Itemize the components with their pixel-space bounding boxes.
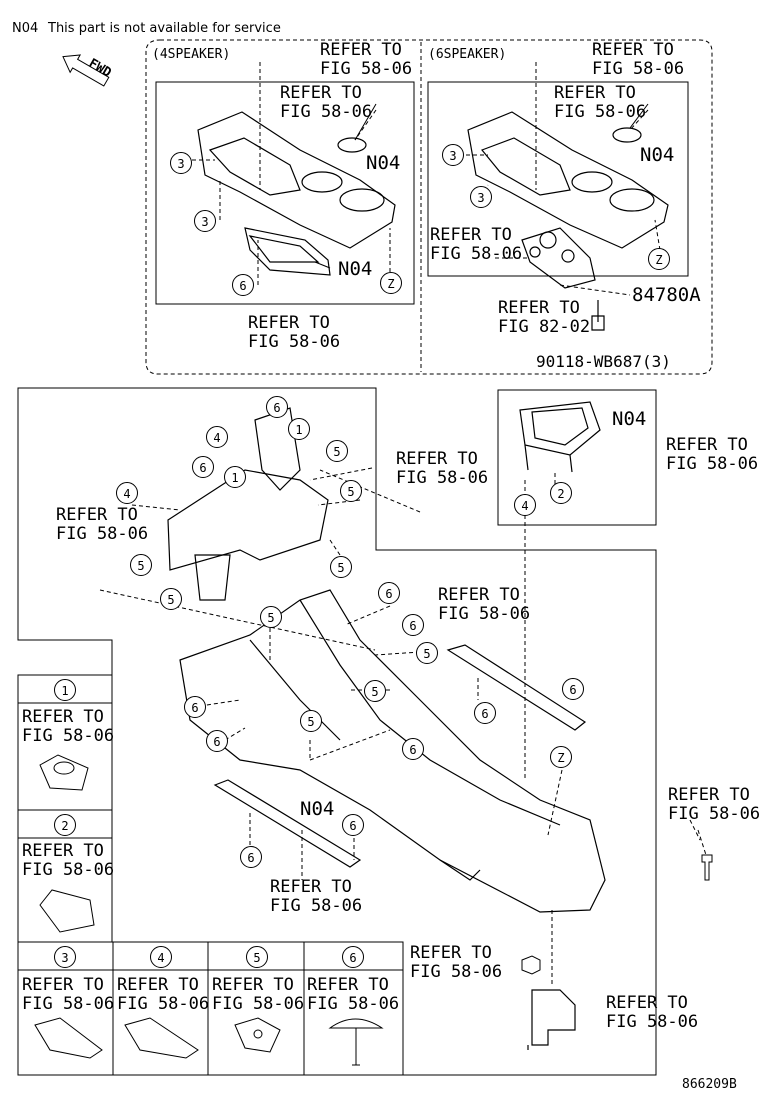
- legend-clip-4: [124, 1017, 199, 1059]
- callout-5-d: 5: [330, 556, 352, 578]
- callout-5-b: 5: [340, 480, 362, 502]
- ref-bolt[interactable]: REFER TO FIG 58-06: [668, 785, 760, 824]
- ref-4spk-mid[interactable]: REFER TO FIG 58-06: [280, 83, 373, 122]
- part-84780a: 84780A: [632, 284, 701, 306]
- figure-code: 866209B: [682, 1077, 737, 1092]
- fwd-arrow: [62, 54, 110, 87]
- callout-legend-5: 5: [246, 946, 268, 968]
- callout-6-h: 6: [474, 702, 496, 724]
- frame-4speaker: [155, 81, 415, 305]
- callout-5-f: 5: [260, 606, 282, 628]
- callout-6-c: 6: [192, 456, 214, 478]
- callout-4-b: 4: [116, 482, 138, 504]
- callout-6-l: 6: [240, 846, 262, 868]
- callout-6-f: 6: [562, 678, 584, 700]
- callout-6-d: 6: [378, 582, 400, 604]
- callout-legend-4: 4: [150, 946, 172, 968]
- legend-clip-1: [39, 754, 89, 791]
- legend-clip-2: [39, 889, 95, 933]
- callout-6-k: 6: [342, 814, 364, 836]
- ref-nut[interactable]: REFER TO FIG 58-06: [410, 943, 503, 982]
- ref-6spk-mid[interactable]: REFER TO FIG 58-06: [554, 83, 647, 122]
- legend-screw-6: [328, 1018, 384, 1066]
- legend-ref-5[interactable]: REFER TO FIG 58-06: [212, 975, 305, 1014]
- ref-strip-left[interactable]: REFER TO FIG 58-06: [270, 877, 363, 916]
- ref-main-left[interactable]: REFER TO FIG 58-06: [56, 505, 149, 544]
- legend-ref-1[interactable]: REFER TO FIG 58-06: [22, 707, 115, 746]
- ref-bracket[interactable]: REFER TO FIG 58-06: [606, 993, 699, 1032]
- n04-box: N04: [612, 408, 647, 430]
- callout-4-a: 4: [206, 426, 228, 448]
- legend-ref-3[interactable]: REFER TO FIG 58-06: [22, 975, 115, 1014]
- ref-6spk-top[interactable]: REFER TO FIG 58-06: [592, 40, 685, 79]
- callout-4-c: 4: [514, 494, 536, 516]
- callout-6-e: 6: [402, 614, 424, 636]
- speaker-4-label: (4SPEAKER): [152, 47, 231, 62]
- strip-left: [213, 779, 362, 868]
- callout-5-c: 5: [130, 554, 152, 576]
- callout-5-a: 5: [326, 440, 348, 462]
- callout-z-b: Z: [648, 248, 670, 270]
- ref-box-right[interactable]: REFER TO FIG 58-06: [666, 435, 759, 474]
- ref-main-right[interactable]: REFER TO FIG 58-06: [396, 449, 489, 488]
- callout-6-a: 6: [232, 274, 254, 296]
- callout-5-e: 5: [160, 588, 182, 610]
- header-note: This part is not available for service: [48, 21, 281, 36]
- callout-5-h: 5: [364, 680, 386, 702]
- callout-legend-1: 1: [54, 679, 76, 701]
- n04-4spk-upper: N04: [366, 152, 401, 174]
- callout-3-d: 3: [470, 186, 492, 208]
- callout-6-j: 6: [402, 738, 424, 760]
- legend-clip-3: [34, 1017, 103, 1059]
- callout-legend-3: 3: [54, 946, 76, 968]
- speaker-6-label: (6SPEAKER): [428, 47, 507, 62]
- callout-6-g: 6: [184, 696, 206, 718]
- ref-fig-82-02[interactable]: REFER TO FIG 82-02: [498, 298, 591, 337]
- callout-3-c: 3: [442, 144, 464, 166]
- nut-icon: [521, 955, 541, 975]
- callout-2-a: 2: [550, 482, 572, 504]
- ref-4spk-bottom[interactable]: REFER TO FIG 58-06: [248, 313, 341, 352]
- callout-legend-2: 2: [54, 814, 76, 836]
- callout-1-a: 1: [288, 418, 310, 440]
- leader-lines-top: [192, 62, 661, 296]
- callout-z-c: Z: [550, 746, 572, 768]
- callout-1-b: 1: [224, 466, 246, 488]
- part-90118: 90118-WB687(3): [536, 352, 671, 371]
- callout-legend-6: 6: [342, 946, 364, 968]
- callout-3-a: 3: [170, 152, 192, 174]
- callout-6-i: 6: [206, 730, 228, 752]
- callout-6-b: 6: [266, 396, 288, 418]
- strip-right: [446, 644, 587, 731]
- header-n04-code: N04: [12, 21, 39, 36]
- frame-6speaker: [427, 81, 689, 277]
- callout-5-i: 5: [300, 710, 322, 732]
- lower-bracket: [527, 989, 576, 1050]
- legend-clip-5: [234, 1017, 281, 1053]
- console-upper-6speaker: [467, 111, 669, 331]
- legend-ref-2[interactable]: REFER TO FIG 58-06: [22, 841, 115, 880]
- n04-4spk-lower: N04: [338, 258, 373, 280]
- ref-strip-right[interactable]: REFER TO FIG 58-06: [438, 585, 531, 624]
- speaker-group-dashed-border: [145, 39, 713, 375]
- legend-ref-6[interactable]: REFER TO FIG 58-06: [307, 975, 400, 1014]
- console-upper-4speaker: [197, 111, 396, 276]
- callout-z-a: Z: [380, 272, 402, 294]
- box-n04-frame: [497, 389, 657, 526]
- ref-4spk-top[interactable]: REFER TO FIG 58-06: [320, 40, 413, 79]
- callout-3-b: 3: [194, 210, 216, 232]
- legend-ref-4[interactable]: REFER TO FIG 58-06: [117, 975, 210, 1014]
- bolt-icon: [701, 854, 713, 881]
- bezel-part: [519, 401, 601, 473]
- n04-console: N04: [300, 798, 335, 820]
- leader-lines-main: [99, 467, 707, 985]
- legend-frames: [17, 674, 404, 1076]
- n04-6spk: N04: [640, 144, 675, 166]
- callout-5-g: 5: [416, 642, 438, 664]
- ref-6spk-switch[interactable]: REFER TO FIG 58-06: [430, 225, 523, 264]
